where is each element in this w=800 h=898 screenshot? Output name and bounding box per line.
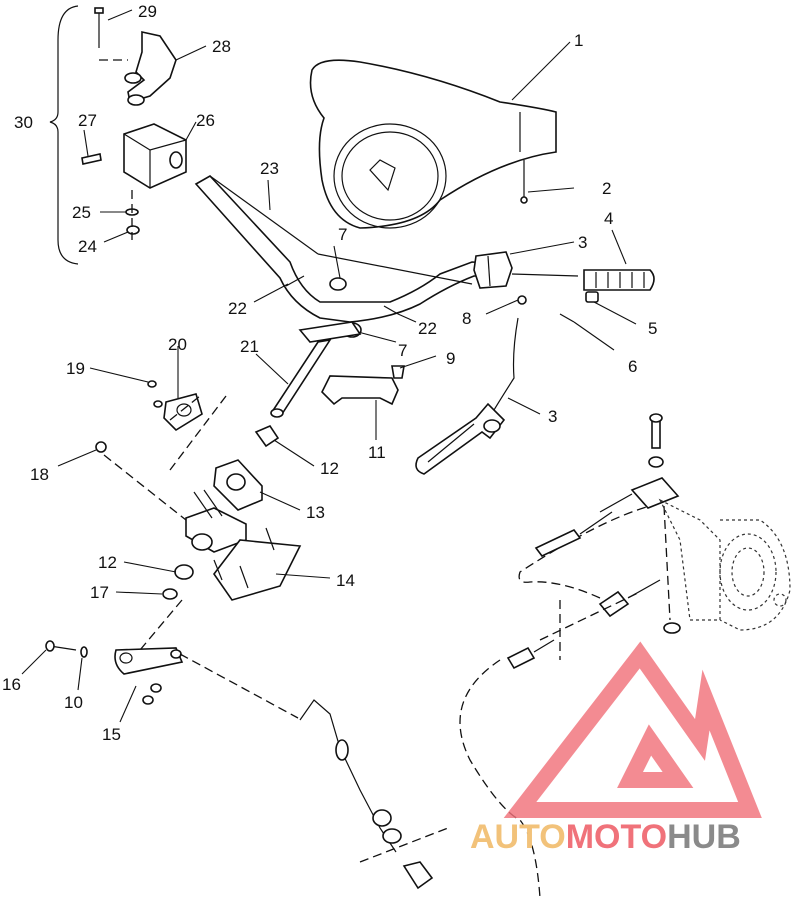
- watermark-logo-icon: [503, 641, 762, 818]
- nut-18: [95, 441, 107, 453]
- grip-4: [583, 269, 655, 291]
- callout-15: 15: [102, 725, 121, 744]
- callout-labels: 29 28 30 27 26 25 24 1 2 23 3 4 5 6 7 7 …: [2, 2, 657, 744]
- callout-7-top: 7: [338, 225, 347, 244]
- bushing-12-lower: [174, 564, 194, 580]
- callout-18: 18: [30, 465, 49, 484]
- callout-4: 4: [604, 209, 613, 228]
- washer-10: [80, 646, 88, 658]
- callout-22-left: 22: [228, 299, 247, 318]
- callout-24: 24: [78, 237, 97, 256]
- callout-20: 20: [168, 335, 187, 354]
- throttle-cable: [299, 699, 434, 890]
- callout-1: 1: [574, 31, 583, 50]
- callout-2: 2: [602, 179, 611, 198]
- callout-3-lower: 3: [548, 407, 557, 426]
- callout-19: 19: [66, 359, 85, 378]
- plug-7: [329, 277, 347, 291]
- bushing-12: [254, 425, 280, 448]
- strap-22b: [383, 305, 399, 315]
- callout-17: 17: [90, 583, 109, 602]
- callout-28: 28: [212, 37, 231, 56]
- bracket-11: [321, 375, 399, 406]
- screw-6: [559, 313, 575, 323]
- callout-5: 5: [648, 319, 657, 338]
- callout-29: 29: [138, 2, 157, 21]
- switch-housing-26: [123, 123, 187, 189]
- handlebar-pad-1: [309, 59, 557, 229]
- callout-7-lower: 7: [398, 341, 407, 360]
- callout-12-lower: 12: [98, 553, 117, 572]
- callout-6: 6: [628, 357, 637, 376]
- bearing-block-13: [213, 459, 263, 511]
- flange-20: [163, 393, 203, 432]
- bolt-29: [94, 7, 104, 48]
- cap-5: [585, 291, 599, 303]
- steering-post-21: [270, 321, 362, 418]
- callout-27: 27: [78, 111, 97, 130]
- callout-14: 14: [336, 571, 355, 590]
- nut-24: [126, 225, 140, 235]
- brake-switch-3: [473, 251, 513, 289]
- callout-13: 13: [306, 503, 325, 522]
- callout-9: 9: [446, 349, 455, 368]
- callout-12-upper: 12: [320, 459, 339, 478]
- washer-17: [162, 588, 178, 600]
- handlebar-23: [194, 174, 503, 323]
- callout-11: 11: [368, 443, 386, 462]
- callout-16: 16: [2, 675, 21, 694]
- spindle-housing-ghost: [658, 498, 791, 631]
- brake-cable-assembly: [459, 505, 661, 898]
- mount-bracket-14: [213, 527, 302, 601]
- screw-27: [81, 153, 102, 165]
- callout-21: 21: [240, 337, 259, 356]
- callout-25: 25: [72, 203, 91, 222]
- callout-26: 26: [196, 111, 215, 130]
- screw-2: [520, 160, 528, 204]
- callout-3-top: 3: [578, 233, 587, 252]
- group-bracket: [49, 5, 79, 265]
- strap-22a: [285, 275, 305, 287]
- plate-28: [127, 31, 177, 104]
- bolt-19: [147, 380, 163, 408]
- callout-22-right: 22: [418, 319, 437, 338]
- throttle-lever-3: [415, 317, 519, 475]
- watermark-text: AUTOMOTOHUB: [470, 818, 741, 856]
- callout-23: 23: [260, 159, 279, 178]
- bolt-9: [391, 365, 405, 379]
- part-8: [517, 295, 527, 305]
- callout-10: 10: [64, 693, 83, 712]
- callout-30: 30: [14, 113, 33, 132]
- callout-8: 8: [462, 309, 471, 328]
- automotohub-watermark: AUTOMOTOHUB: [470, 641, 762, 856]
- leader-lines: [21, 9, 637, 723]
- tie-rod-end: [599, 413, 681, 634]
- steering-arm-15: [114, 647, 184, 675]
